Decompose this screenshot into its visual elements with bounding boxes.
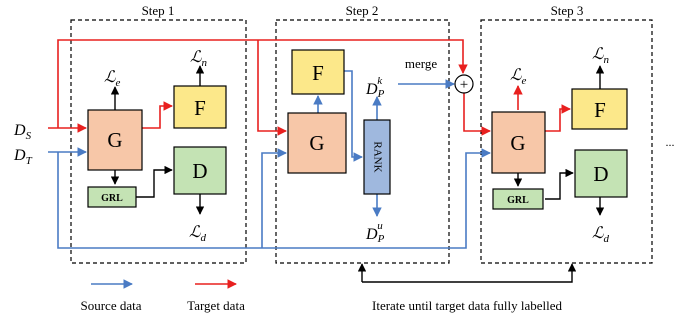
merge-circle xyxy=(454,74,474,94)
iterate-label: Iterate until target data fully labelled xyxy=(372,298,562,313)
grl-label-step3: GRL xyxy=(507,195,529,206)
legend-target-label: Target data xyxy=(187,298,245,313)
grl1-to-d1-arrow xyxy=(136,165,173,198)
rank-label: RANK xyxy=(371,141,383,172)
loss-d-step1: ℒd xyxy=(189,224,207,244)
step1-frame xyxy=(70,19,247,264)
merge-label: merge xyxy=(405,56,437,71)
predictor-block-step2 xyxy=(291,49,345,95)
generator-label-step2: G xyxy=(309,131,324,155)
grl3-to-d3-arrow xyxy=(545,168,574,200)
generator-block-step1 xyxy=(87,109,143,171)
iterate-arrow-right xyxy=(362,263,577,283)
g3-to-f3-arrow xyxy=(545,104,571,132)
loss-e-step1: ℒe xyxy=(104,69,121,89)
continuation-ellipsis: ... xyxy=(666,135,675,149)
labelled-pool-label: DPk xyxy=(365,75,385,100)
predictor-block-step3 xyxy=(571,88,628,130)
source-domain-label: DS xyxy=(13,122,32,142)
merge-to-g3-arrow xyxy=(463,93,491,136)
source-to-g2-arrow xyxy=(261,148,287,248)
discriminator-block-step3 xyxy=(574,149,628,198)
loss-n-step3: ℒn xyxy=(592,46,610,66)
grl-label-step1: GRL xyxy=(101,193,123,204)
loss-d-step3: ℒd xyxy=(592,225,610,245)
discriminator-block-step1 xyxy=(173,146,227,195)
grl-block-step3 xyxy=(492,188,544,210)
grl-block-step1 xyxy=(87,186,137,208)
g1-to-f1-arrow xyxy=(142,101,173,129)
target-domain-label: DT xyxy=(13,147,33,167)
step3-frame xyxy=(480,19,653,264)
rank-block xyxy=(363,119,391,195)
predictor-block-step1 xyxy=(173,85,227,129)
discriminator-label-step1: D xyxy=(192,159,207,183)
target-to-merge-arrow xyxy=(57,39,468,128)
legend-source-label: Source data xyxy=(80,298,141,313)
step3-title: Step 3 xyxy=(551,3,584,18)
generator-block-step2 xyxy=(287,112,347,174)
predictor-label-step1: F xyxy=(194,96,206,120)
loss-e-step3: ℒe xyxy=(510,67,527,87)
discriminator-label-step3: D xyxy=(593,162,608,186)
loss-n-step1: ℒn xyxy=(190,49,208,69)
unlabelled-pool-label: DPu xyxy=(365,220,385,245)
predictor-label-step2: F xyxy=(312,61,324,85)
step2-title: Step 2 xyxy=(346,3,379,18)
f2-to-rank-arrow xyxy=(344,70,363,162)
step2-frame xyxy=(275,19,450,264)
generator-block-step3 xyxy=(491,111,546,174)
generator-label-step1: G xyxy=(107,128,122,152)
step1-title: Step 1 xyxy=(142,3,175,18)
merge-plus-icon: + xyxy=(460,77,468,93)
predictor-label-step3: F xyxy=(594,98,606,122)
target-to-g2-arrow xyxy=(257,40,287,136)
source-to-g3-arrow xyxy=(57,148,491,249)
generator-label-step3: G xyxy=(510,131,525,155)
